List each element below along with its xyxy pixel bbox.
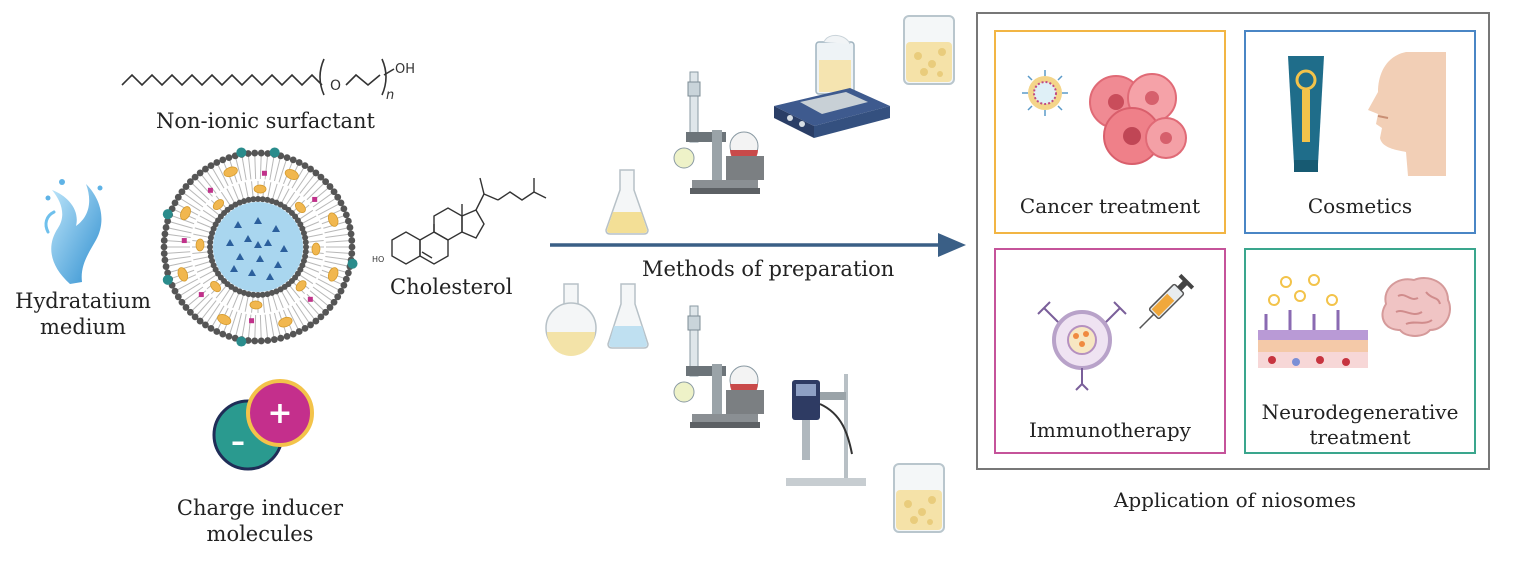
charge-label-line2: molecules [206, 522, 314, 546]
cancer-cells-icon [1089, 73, 1187, 165]
hot-plate-stirrer-icon [774, 35, 890, 138]
cosmetic-tube-icon [1288, 56, 1324, 172]
water-splash-icon [44, 179, 103, 284]
erlenmeyer-flask-icon [605, 169, 649, 235]
beaker-icon-2 [893, 463, 945, 533]
face-profile-icon [1368, 52, 1446, 176]
application-label: Application of niosomes [1113, 488, 1357, 512]
round-bottom-flask-icon [545, 283, 597, 356]
surfactant-label: Non-ionic surfactant [156, 109, 375, 133]
surfactant-oh: OH [395, 62, 415, 77]
panel-label-immunotherapy: Immunotherapy [1029, 418, 1191, 442]
applications-box [976, 12, 1490, 470]
panel-cancer-treatment: Cancer treatment [994, 30, 1226, 234]
antibody-niosome-icon [1037, 301, 1127, 391]
surfactant-n-subscript: n [386, 88, 394, 103]
charge-label-line1: Charge inducer [176, 496, 344, 520]
panel-immunotherapy: Immunotherapy [994, 248, 1226, 454]
erlenmeyer-flask-blue-icon [607, 283, 649, 349]
charge-label: Charge inducer molecules [160, 495, 360, 547]
minus-sign: – [231, 425, 245, 458]
niosome-vesicle [160, 147, 358, 347]
beaker-icon [903, 15, 955, 85]
process-arrow [550, 233, 966, 257]
niosome-small-icon [1022, 70, 1068, 116]
probe-sonicator-icon [786, 374, 866, 486]
panel-label-cancer: Cancer treatment [1019, 194, 1201, 218]
cholesterol-ho: HO [372, 255, 384, 264]
plus-sign: + [267, 396, 292, 431]
panel-cosmetics: Cosmetics [1244, 30, 1476, 234]
brain-icon [1381, 277, 1451, 337]
rotary-evaporator-icon-2 [673, 305, 764, 428]
hydration-label: Hydratatium medium [8, 288, 158, 340]
hydration-label-line2: medium [40, 315, 126, 339]
panel-label-cosmetics: Cosmetics [1307, 194, 1413, 218]
hydration-label-line1: Hydratatium [15, 289, 151, 313]
syringe-icon [1139, 273, 1195, 329]
panel-label-neuro-line2: treatment [1309, 425, 1411, 449]
methods-label: Methods of preparation [642, 257, 895, 281]
surfactant-structure: O n OH [121, 58, 415, 103]
panel-neurodegenerative: Neurodegenerative treatment [1244, 248, 1476, 454]
panel-label-neurodegenerative: Neurodegenerative treatment [1246, 400, 1474, 450]
charge-inducer-icon: + – [212, 379, 314, 471]
rotary-evaporator-icon [673, 71, 764, 194]
surfactant-oxygen: O [330, 78, 341, 94]
blood-brain-barrier-icon [1258, 274, 1368, 368]
panel-label-neuro-line1: Neurodegenerative [1261, 400, 1459, 424]
cholesterol-structure: HO [372, 177, 547, 265]
cholesterol-label: Cholesterol [390, 275, 513, 299]
